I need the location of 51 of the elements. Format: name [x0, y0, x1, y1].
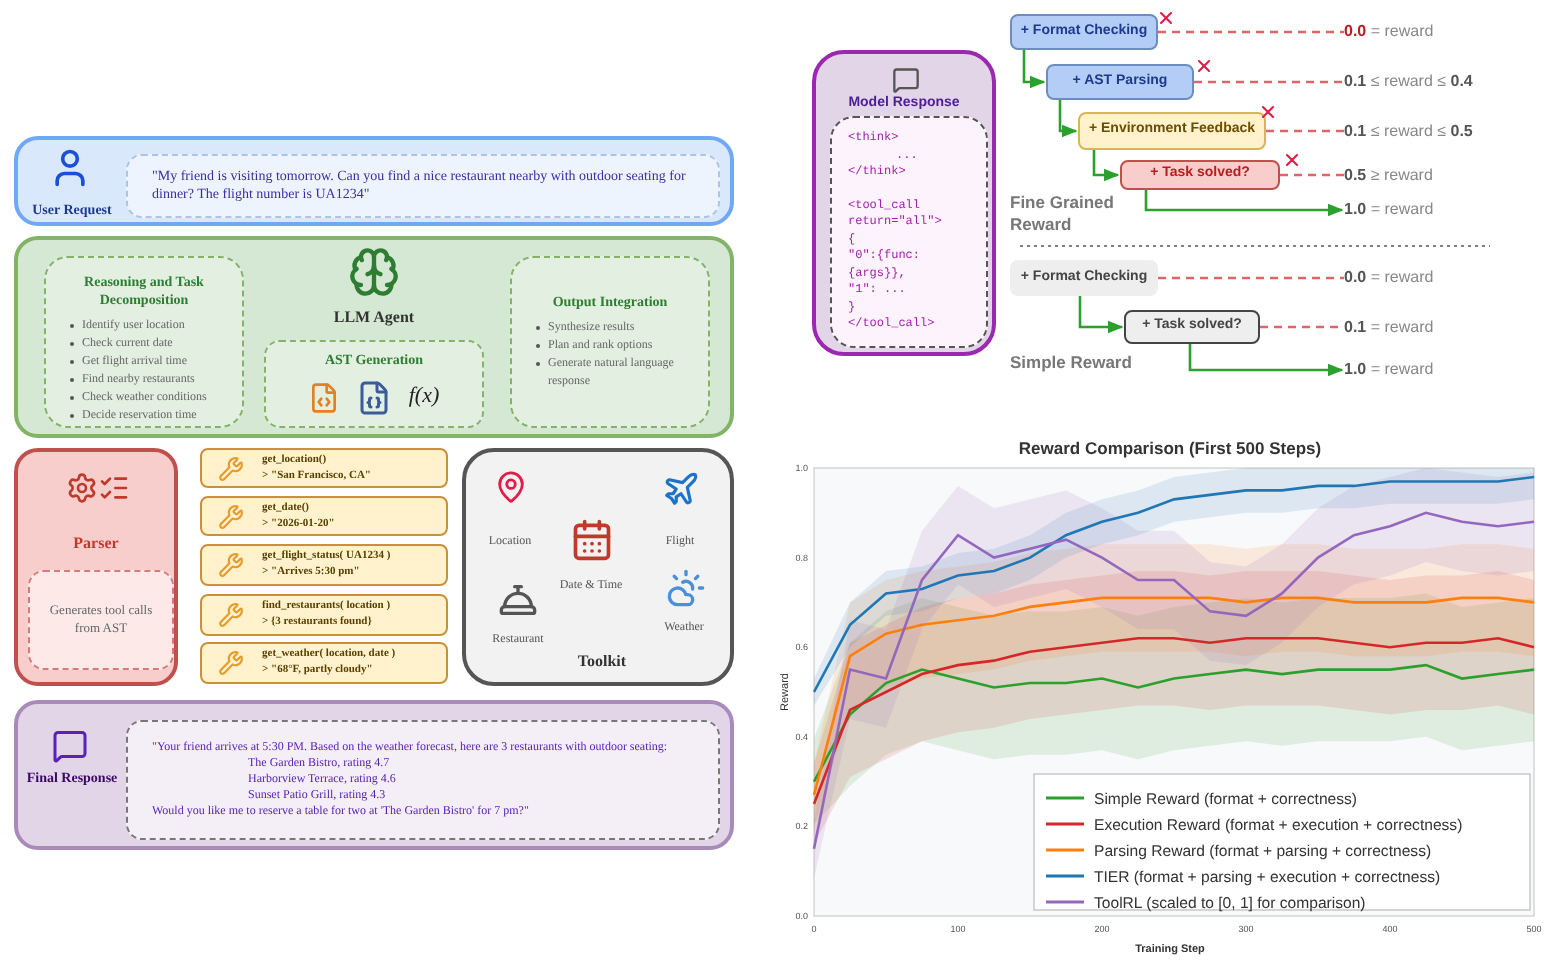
dashed-line — [1266, 129, 1344, 133]
section-label: Fine Grained Reward — [1010, 192, 1116, 236]
function-symbol: f(x) — [408, 382, 440, 413]
step-card — [44, 256, 244, 428]
arrow — [1058, 100, 1078, 138]
agent-panel — [14, 236, 734, 438]
reward-value: 0.0 = reward — [1344, 20, 1434, 44]
panel-title: Parser — [71, 532, 121, 556]
arrow — [1022, 50, 1046, 89]
reward-value: 0.1 ≤ reward ≤ 0.5 — [1344, 119, 1473, 143]
quote-box — [126, 154, 720, 218]
panel-title: Toolkit — [575, 652, 629, 672]
reward-value: 0.0 = reward — [1344, 266, 1434, 290]
response-panel — [14, 700, 734, 850]
tool-call-box — [200, 544, 448, 586]
tool-call-box — [200, 642, 448, 684]
arrow — [1078, 296, 1124, 334]
arrow — [1188, 344, 1344, 377]
arrow — [1144, 190, 1344, 217]
chart-title: Reward Comparison (First 500 Steps) — [1018, 438, 1322, 458]
request-panel — [14, 136, 734, 226]
step-box — [1010, 260, 1158, 296]
note-box — [28, 570, 174, 670]
dashed-line — [1158, 276, 1344, 280]
reward-value: 1.0 = reward — [1344, 198, 1434, 222]
reward-value: 0.1 ≤ reward ≤ 0.4 — [1344, 70, 1473, 94]
dashed-line — [1260, 325, 1344, 329]
tool-call-box — [200, 448, 448, 488]
step-box — [1120, 160, 1280, 190]
dashed-line — [1194, 80, 1344, 84]
reward-value: 1.0 = reward — [1344, 358, 1434, 382]
panel-title: LLM Agent — [331, 306, 417, 330]
step-box — [1010, 14, 1158, 50]
reward-value: 0.1 = reward — [1344, 315, 1434, 339]
section-label: Simple Reward — [1010, 352, 1134, 374]
step-box — [1124, 310, 1260, 344]
dashed-line — [1280, 173, 1344, 177]
step-box — [1046, 64, 1194, 100]
quote-box — [126, 720, 720, 840]
response-panel — [812, 50, 996, 356]
step-card — [510, 256, 710, 428]
reward-value: 0.5 ≥ reward — [1344, 163, 1433, 187]
step-box — [1078, 112, 1266, 150]
arrow — [1092, 150, 1120, 182]
tool-call-box — [200, 594, 448, 636]
code-box — [830, 116, 988, 348]
tool-call-box — [200, 496, 448, 536]
parser-panel — [14, 448, 178, 686]
ast-card — [264, 340, 484, 428]
toolkit-panel — [462, 448, 734, 686]
dashed-line — [1158, 30, 1344, 34]
